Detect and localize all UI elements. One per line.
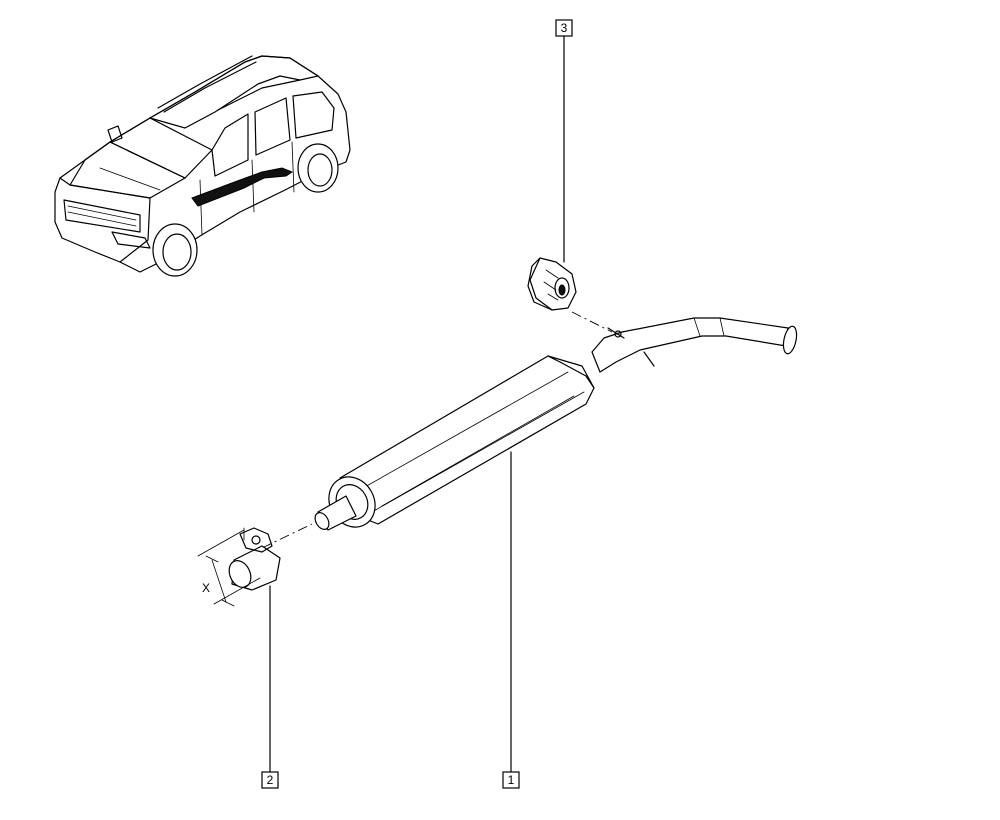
muffler-pipe bbox=[314, 317, 798, 531]
rubber-mount bbox=[527, 257, 577, 311]
dimension-x-label: X bbox=[202, 581, 210, 595]
vehicle-locator-illustration bbox=[54, 55, 351, 277]
clamp bbox=[197, 527, 281, 607]
callout-2: 2 bbox=[261, 771, 279, 789]
exhaust-location-highlight bbox=[191, 167, 294, 207]
callout-1: 1 bbox=[502, 771, 520, 789]
callout-3-label: 3 bbox=[561, 21, 568, 35]
callout-2-label: 2 bbox=[267, 773, 274, 787]
callout-1-label: 1 bbox=[508, 773, 515, 787]
callout-3: 3 bbox=[555, 19, 573, 37]
